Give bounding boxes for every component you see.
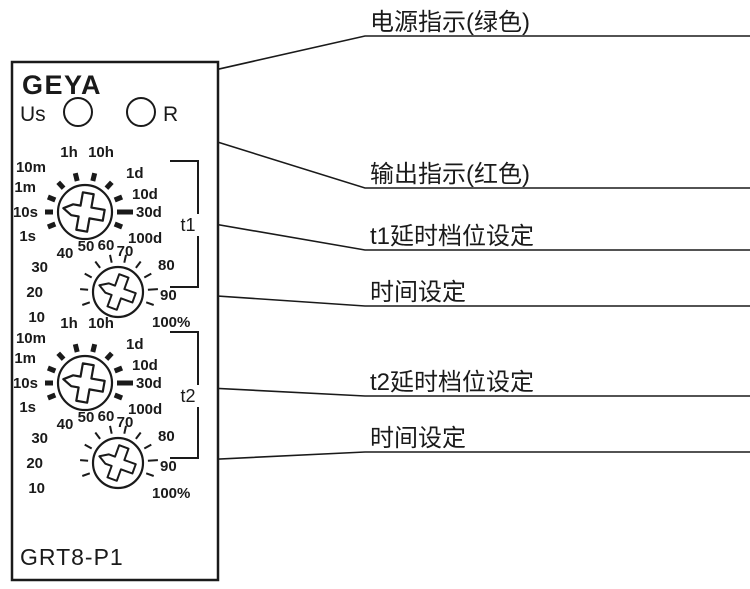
- scale-label: 80: [158, 428, 175, 445]
- dial-t2-range-ticks: [45, 343, 133, 401]
- callout-label-power-indicator: 电源指示(绿色): [370, 9, 530, 36]
- scale-label: 10d: [132, 357, 158, 374]
- t2-label: t2: [180, 386, 195, 406]
- scale-label: 10m: [16, 330, 46, 347]
- scale-label: 1h: [60, 144, 78, 161]
- scale-label: 100d: [128, 230, 162, 247]
- model-name: GRT8-P1: [20, 544, 124, 570]
- scale-label: 1h: [60, 315, 78, 332]
- scale-label: 20: [26, 455, 43, 472]
- scale-label: 10m: [16, 159, 46, 176]
- scale-label: 100%: [152, 314, 190, 331]
- callout-line-t1-range: [167, 215, 750, 251]
- power-indicator-label: Us: [20, 103, 46, 126]
- dial-t2-time-knob: [98, 444, 137, 482]
- callout-label-t2-time-setting: 时间设定: [370, 425, 466, 452]
- dial-t1-time-ticks: [80, 254, 158, 306]
- geya-logo: GEYA: [22, 70, 102, 100]
- scale-label: 60: [98, 408, 115, 425]
- callout-label-t2-range-setting: t2延时档位设定: [370, 369, 534, 396]
- scale-label: 100%: [152, 485, 190, 502]
- scale-label: 10s: [13, 375, 38, 392]
- output-indicator-lamp: [126, 97, 156, 127]
- t1-label-backing: [175, 214, 201, 236]
- scale-label: 50: [78, 409, 95, 426]
- scale-label: 30d: [136, 375, 162, 392]
- scale-label: 70: [117, 243, 134, 260]
- scale-label: 60: [98, 237, 115, 254]
- dial-t2-time-ticks: [80, 425, 158, 477]
- dial-t1-range-scale-labels: 1h 10h 10m 1d 1m 10d 10s 30d 1s 100d: [13, 144, 162, 247]
- output-indicator-label: R: [163, 103, 178, 126]
- dial-t2-time-group: 30 40 50 60 70 80 20 90 10 100%: [26, 408, 190, 502]
- scale-label: 40: [57, 416, 74, 433]
- dial-t2-range-knob: [62, 362, 106, 404]
- scale-label: 1s: [19, 399, 36, 416]
- scale-label: 90: [160, 287, 177, 304]
- scale-label: 40: [57, 245, 74, 262]
- scale-label: 1s: [19, 228, 36, 245]
- scale-label: 10h: [88, 144, 114, 161]
- scale-label: 10: [28, 309, 45, 326]
- scale-label: 1m: [14, 179, 36, 196]
- scale-label: 10s: [13, 204, 38, 221]
- power-indicator-lamp: [63, 97, 93, 127]
- t2-label-backing: [175, 385, 201, 407]
- scale-label: 90: [160, 458, 177, 475]
- scale-label: 1d: [126, 336, 144, 353]
- callout-line-t2-time: [157, 451, 750, 463]
- scale-label: 50: [78, 238, 95, 255]
- scale-label: 1m: [14, 350, 36, 367]
- scale-label: 80: [158, 257, 175, 274]
- scale-label: 10d: [132, 186, 158, 203]
- callout-line-output-indicator: [149, 120, 750, 189]
- dial-t1-range-ticks: [45, 172, 133, 230]
- scale-label: 70: [117, 414, 134, 431]
- callout-line-t2-range: [169, 385, 750, 397]
- callout-label-t1-time-setting: 时间设定: [370, 279, 466, 306]
- callout-label-output-indicator: 输出指示(红色): [370, 161, 530, 188]
- scale-label: 20: [26, 284, 43, 301]
- callout-lines: [81, 35, 750, 463]
- callout-label-t1-range-setting: t1延时档位设定: [370, 223, 534, 250]
- scale-label: 100d: [128, 401, 162, 418]
- scale-label: 1d: [126, 165, 144, 182]
- device-panel-outline: [10, 60, 220, 582]
- dial-t1-range-knob: [62, 191, 106, 233]
- scale-label: 10h: [88, 315, 114, 332]
- t1-label: t1: [180, 215, 195, 235]
- dial-t2-range-scale-labels: 1h 10h 10m 1d 1m 10d 10s 30d 1s 100d: [13, 315, 162, 418]
- scale-label: 30: [31, 430, 48, 447]
- dial-t2-range-group: 1h 10h 10m 1d 1m 10d 10s 30d 1s 100d: [13, 315, 162, 418]
- scale-label: 10: [28, 480, 45, 497]
- scale-label: 30: [31, 259, 48, 276]
- scale-label: 30d: [136, 204, 162, 221]
- dial-t1-time-scale-labels: 30 40 50 60 70 80 20 90 10 100%: [26, 237, 190, 331]
- dial-t1-time-knob: [98, 273, 137, 311]
- dial-t2-time-scale-labels: 30 40 50 60 70 80 20 90 10 100%: [26, 408, 190, 502]
- callout-line-t1-time: [157, 291, 750, 307]
